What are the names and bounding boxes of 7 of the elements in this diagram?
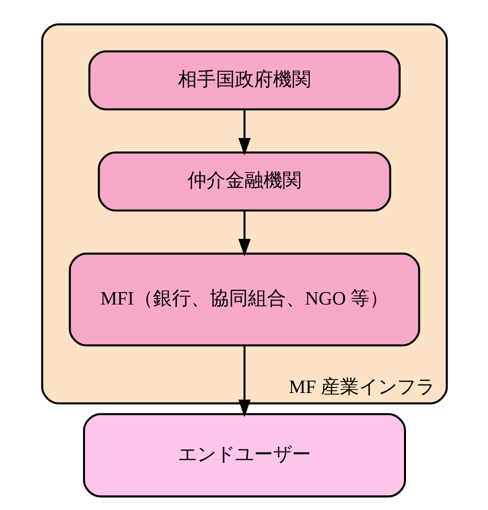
node-box: MFI（銀行、協同組合、NGO 等）	[68, 252, 420, 346]
arrow	[238, 210, 250, 256]
arrow	[238, 346, 250, 418]
node-box: 仲介金融機関	[97, 151, 391, 212]
node-box: 相手国政府機関	[88, 50, 400, 110]
arrow	[238, 110, 250, 156]
node-box: エンドユーザー	[82, 413, 406, 498]
